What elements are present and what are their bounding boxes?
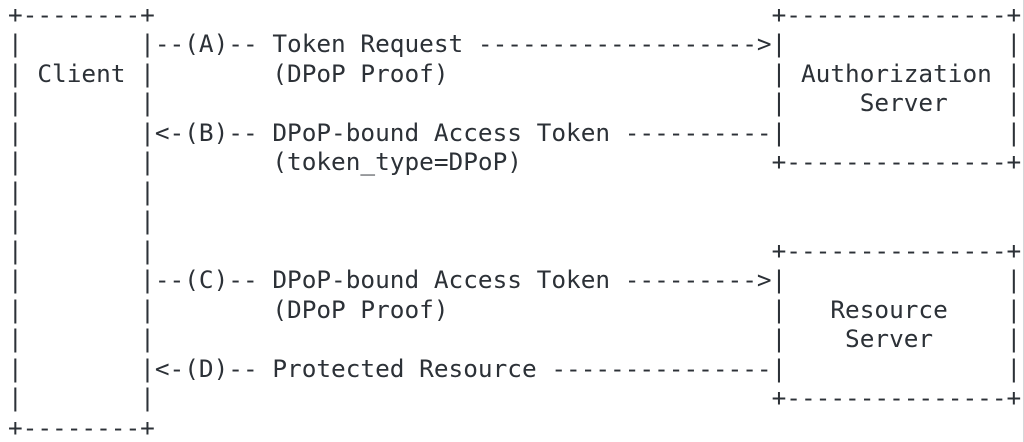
code-block: +--------+ +---------------+ | |--(A)-- … [8, 0, 1024, 442]
ascii-flow-diagram: +--------+ +---------------+ | |--(A)-- … [8, 0, 1022, 442]
